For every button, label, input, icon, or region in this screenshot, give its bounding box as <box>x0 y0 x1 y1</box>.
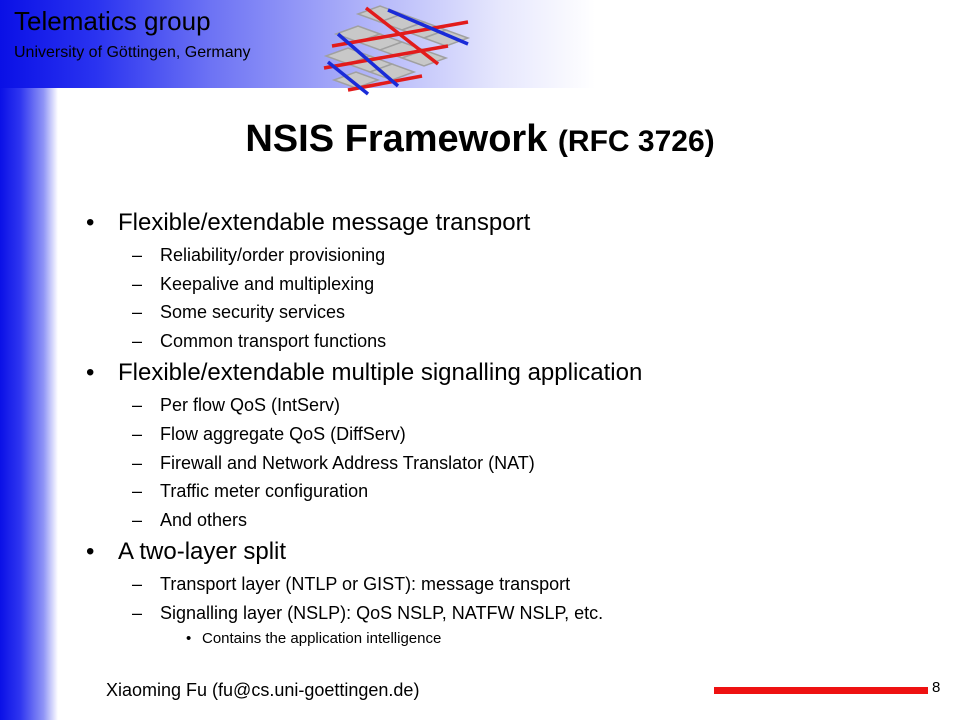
sub-bullet-item: –Firewall and Network Address Translator… <box>80 449 940 478</box>
bullet-text: Flexible/extendable message transport <box>118 209 531 236</box>
sub-bullet-item: –And others <box>80 506 940 535</box>
network-grid-logo <box>323 5 471 96</box>
footer-author: Xiaoming Fu (fu@cs.uni-goettingen.de) <box>106 680 420 700</box>
header-gradient-bar <box>0 0 960 88</box>
sub-bullet-item: –Common transport functions <box>80 327 940 356</box>
header-university: University of Göttingen, Germany <box>14 44 251 61</box>
header-group-name: Telematics group <box>14 6 211 36</box>
sub-bullet-text: Reliability/order provisioning <box>160 245 386 265</box>
footer-red-line <box>714 687 928 694</box>
sub-bullet-text: Traffic meter configuration <box>160 481 369 502</box>
sub-bullet-item: –Signalling layer (NSLP): QoS NSLP, NATF… <box>80 599 940 628</box>
dash-mark: – <box>132 273 143 294</box>
sub-bullet-text: Transport layer (NTLP or GIST): message … <box>160 574 571 595</box>
bullet-item: • A two-layer split <box>80 534 940 570</box>
dash-mark: – <box>132 395 143 416</box>
sub-bullet-text: Signalling layer (NSLP): QoS NSLP, NATFW… <box>160 602 604 623</box>
sub-bullet-item: –Reliability/order provisioning <box>80 241 940 270</box>
bullet-dot: • <box>86 359 95 387</box>
sub-sub-bullet-item: • Contains the application intelligence <box>80 628 940 650</box>
dash-mark: – <box>132 602 143 623</box>
sub-bullet-text: Common transport functions <box>160 330 387 351</box>
sub-bullet-text: Keepalive and multiplexing <box>160 273 375 294</box>
dash-mark: – <box>132 245 143 265</box>
bullet-item: • Flexible/extendable multiple signallin… <box>80 355 940 391</box>
slide-title-main: NSIS Framework <box>245 118 558 160</box>
sub-bullet-text: Per flow QoS (IntServ) <box>160 395 341 416</box>
dash-mark: – <box>132 574 143 595</box>
page-number: 8 <box>932 679 941 696</box>
bullet-dot: • <box>86 209 95 236</box>
bullet-list: • Flexible/extendable message transport … <box>80 205 940 650</box>
sub-bullet-item: –Per flow QoS (IntServ) <box>80 391 940 420</box>
sub-bullet-item: –Some security services <box>80 298 940 327</box>
dash-mark: – <box>132 452 143 473</box>
sub-bullet-item: –Traffic meter configuration <box>80 477 940 506</box>
sub-bullet-item: –Transport layer (NTLP or GIST): message… <box>80 570 940 599</box>
bullet-item: • Flexible/extendable message transport <box>80 205 940 241</box>
dash-mark: – <box>132 481 143 502</box>
sub-bullet-text: Firewall and Network Address Translator … <box>160 452 535 473</box>
dash-mark: – <box>132 330 143 351</box>
dash-mark: – <box>132 509 143 530</box>
sub-bullet-text: And others <box>160 509 248 530</box>
dash-mark: – <box>132 423 143 444</box>
sub-sub-bullet-text: Contains the application intelligence <box>202 629 442 647</box>
sub-bullet-item: –Keepalive and multiplexing <box>80 270 940 299</box>
left-gradient-bar <box>0 0 58 720</box>
slide-title: NSIS Framework (RFC 3726) <box>0 118 960 161</box>
sub-bullet-text: Some security services <box>160 302 346 323</box>
bullet-text: Flexible/extendable multiple signalling … <box>118 359 643 387</box>
bullet-dot: • <box>86 538 95 566</box>
bullet-text: A two-layer split <box>118 538 287 566</box>
dash-mark: – <box>132 302 143 323</box>
bullet-dot: • <box>186 629 192 647</box>
sub-bullet-item: –Flow aggregate QoS (DiffServ) <box>80 420 940 449</box>
slide-title-rfc: (RFC 3726) <box>557 125 715 158</box>
sub-bullet-text: Flow aggregate QoS (DiffServ) <box>160 423 406 444</box>
